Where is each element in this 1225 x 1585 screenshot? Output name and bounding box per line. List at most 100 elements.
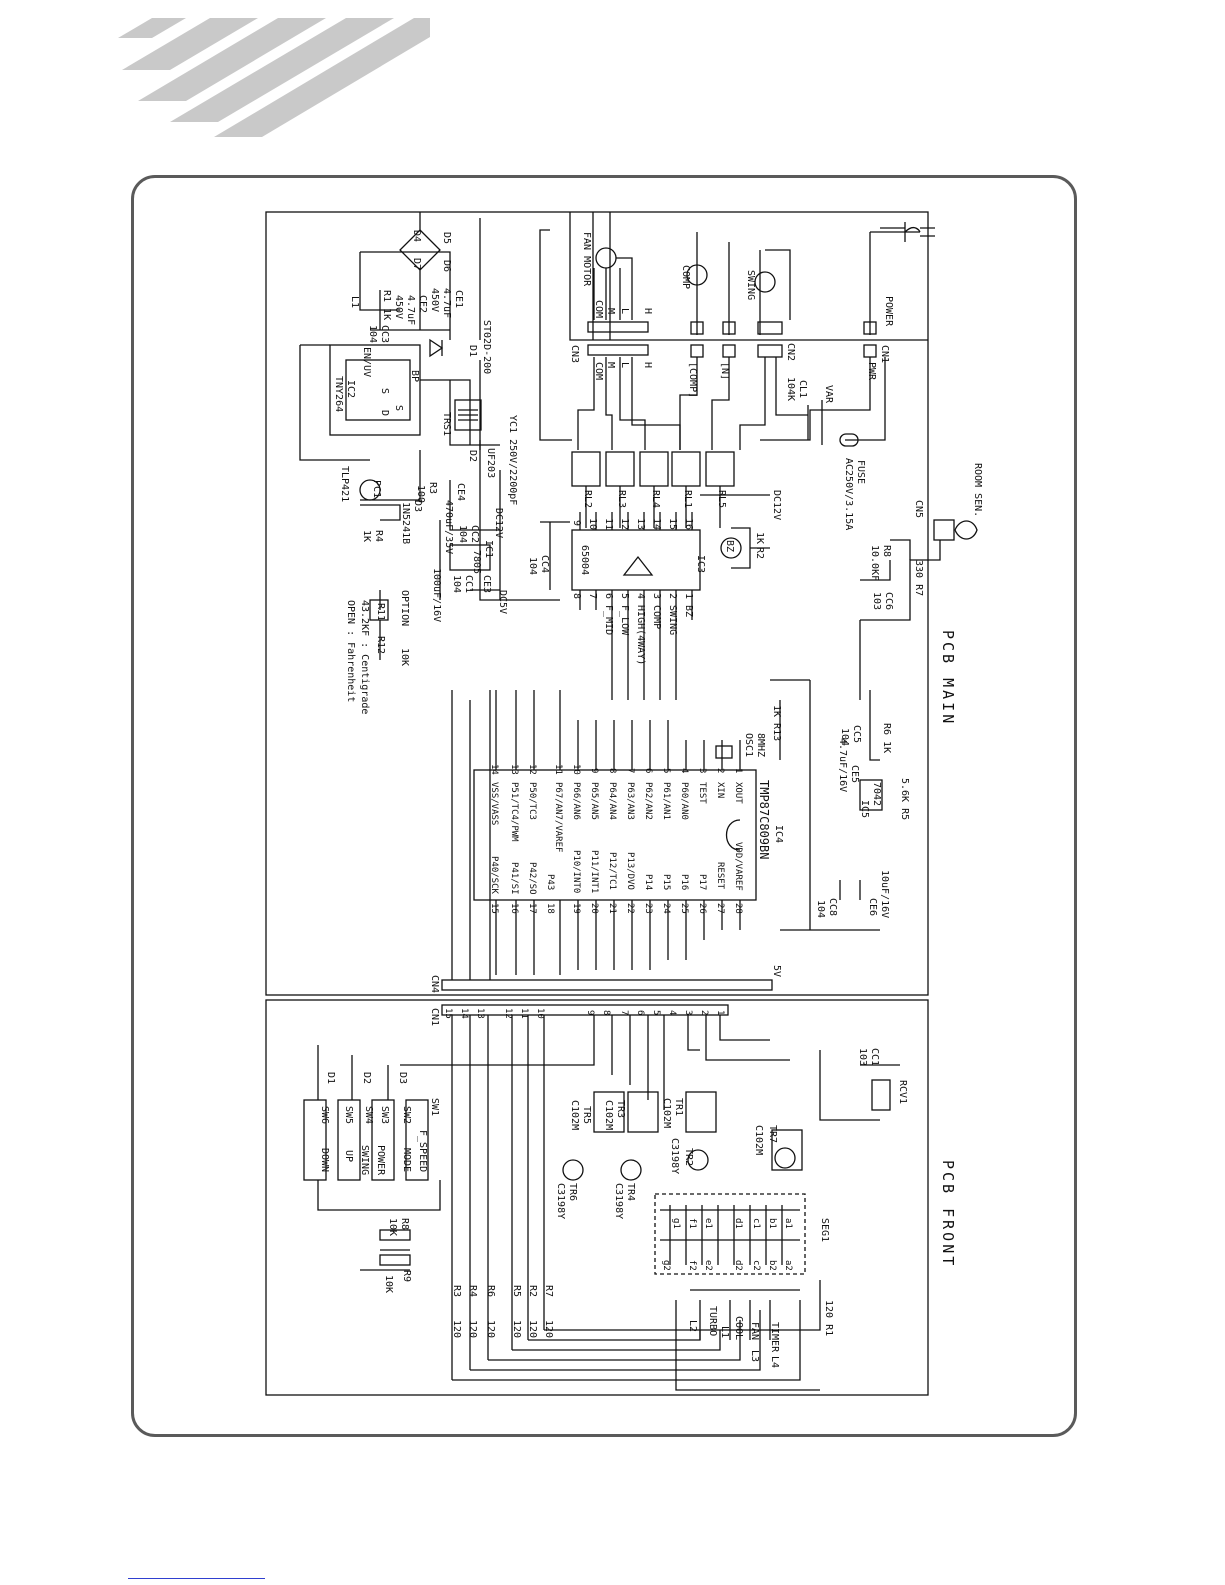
label-fr7-val: 120 (543, 1320, 554, 1338)
cn1-front-pin5: 5 (651, 1010, 661, 1015)
label-ce5-val: 4.7uF/16V (837, 738, 848, 792)
label-ic2-part: TNY264 (333, 376, 344, 412)
label-ce3-val: 100uF/16V (431, 568, 442, 622)
ic4-pin18-num: 18 (545, 903, 555, 914)
label-r2-val: 1K (754, 532, 765, 544)
label-r3-val: 100 (415, 485, 426, 503)
label-fr2-val: 120 (527, 1320, 538, 1338)
label-bz: BZ (724, 540, 735, 552)
label-cn2: CN2 (785, 343, 796, 361)
label-comp: COMP (680, 265, 691, 289)
label-fr3: R3 (451, 1285, 462, 1297)
label-cn1: CN1 (879, 345, 890, 363)
ic4-pin12-num: 12 (527, 764, 537, 775)
label-ic4-part: TMP87C809BN (757, 780, 771, 859)
seg-g1: g1 (671, 1218, 681, 1229)
label-fr8-val: 10K (387, 1218, 398, 1236)
label-h-top: H (642, 308, 653, 314)
label-cc4-val: 104 (527, 557, 538, 575)
ic4-pin22-num: 22 (625, 903, 635, 914)
label-cc4: CC4 (539, 555, 550, 573)
label-r4: R4 (373, 530, 384, 542)
seg-d1: d1 (733, 1218, 743, 1229)
ic4-pin19-name: P10/INT0 (571, 850, 581, 893)
label-cc5: CC5 (851, 725, 862, 743)
label-power-sw: POWER (375, 1145, 386, 1176)
label-ic3-pin2: 2 SWING (667, 593, 678, 635)
ic4-pin22-name: P13/DVO (625, 852, 635, 890)
seg-f1: f1 (687, 1218, 697, 1229)
ic4-pin7-name: P63/AN3 (625, 782, 635, 820)
label-fuse-rating: AC250V/3.15A (843, 458, 854, 530)
label-ic2: IC2 (345, 380, 356, 398)
ic4-pin2-num: 2 (715, 768, 725, 773)
label-tr3-part: C102M (603, 1100, 614, 1130)
label-dc5v: DC5V (497, 590, 508, 614)
label-up: UP (343, 1150, 354, 1162)
label-ce1-v: 450V (429, 288, 440, 312)
label-tr2: TR2 (683, 1148, 694, 1166)
label-cn3: CN3 (569, 345, 580, 363)
schematic-frame (131, 175, 1077, 1437)
label-fr1: 120 R1 (823, 1300, 834, 1336)
label-cc1-val: 104 (451, 575, 462, 593)
seg-a1: a1 (783, 1218, 793, 1229)
label-ce1: CE1 (453, 290, 464, 308)
ic4-pin28-name: VDD/VAREF (733, 842, 743, 891)
ic4-pin4-name: P60/AN0 (679, 782, 689, 820)
label-ce3: CE3 (481, 575, 492, 593)
label-r8: R8 (881, 545, 892, 557)
label-var: VAR (823, 385, 834, 404)
label-swing: SWING (745, 270, 756, 300)
label-r3: R3 (427, 482, 438, 494)
ic4-pin27-num: 27 (715, 903, 725, 914)
label-cn-comp: [COMP] (687, 362, 698, 398)
seg-f2: f2 (687, 1260, 697, 1271)
label-ic3-pin8: 8 (571, 593, 582, 599)
label-com-bottom: COM (593, 362, 604, 380)
seg-e2: e2 (703, 1260, 713, 1271)
label-swing-sw: SWING (359, 1145, 370, 1175)
label-cc3: CC3 (379, 325, 390, 343)
ic4-pin8-name: P64/AN4 (607, 782, 617, 820)
label-cn1-front: CN1 (429, 1008, 440, 1026)
label-down: DOWN (319, 1148, 330, 1172)
ic4-pin28-num: 28 (733, 903, 743, 914)
label-rl1: RL1 (682, 490, 693, 508)
ic4-pin25-num: 25 (679, 903, 689, 914)
label-osc1: OSC1 (743, 733, 754, 757)
label-cc1-front: CC1 (869, 1048, 880, 1066)
label-d3: D3 (412, 500, 423, 512)
label-d2-part: UF203 (485, 448, 496, 478)
label-ce1-val: 4.7uF (441, 288, 452, 318)
label-tr1: TR1 (673, 1098, 684, 1116)
label-r5: 5.6K R5 (899, 778, 910, 820)
label-com-top: COM (593, 300, 604, 318)
label-rl3: RL3 (616, 490, 627, 508)
cn1-front-pin1: 1 (715, 1010, 725, 1015)
label-ic3-pin6: 6 F_MID (603, 593, 614, 635)
ic4-pin12-name: P50/TC3 (527, 782, 537, 820)
label-m-top: M (605, 308, 616, 314)
label-tr5-part: C102M (569, 1100, 580, 1130)
label-f-speed: F_SPEED (417, 1130, 428, 1172)
ic4-pin21-name: P12/TC1 (607, 852, 617, 890)
label-rl5: RL5 (716, 490, 727, 508)
label-pc1: PC1 (371, 480, 382, 498)
label-r12-val: 10K (399, 648, 410, 666)
cn1-front-pin2: 2 (699, 1010, 709, 1015)
seg-b1: b1 (767, 1218, 777, 1229)
label-r13: 1K R13 (771, 705, 782, 741)
ic4-pin1-name: XOUT (733, 782, 743, 804)
label-sw2: SW2 (401, 1106, 412, 1124)
cn1-front-pin7: 7 (619, 1010, 629, 1015)
ic4-pin10-num: 10 (571, 764, 581, 775)
label-cn5: CN5 (913, 500, 924, 518)
pcb-front-board (265, 999, 929, 1396)
label-d4: D4 (411, 230, 422, 242)
label-sw5: SW5 (343, 1106, 354, 1124)
label-tr2-part: C3198Y (669, 1138, 680, 1174)
label-tr1-part: C102M (661, 1098, 672, 1128)
header-stripes (118, 18, 430, 137)
